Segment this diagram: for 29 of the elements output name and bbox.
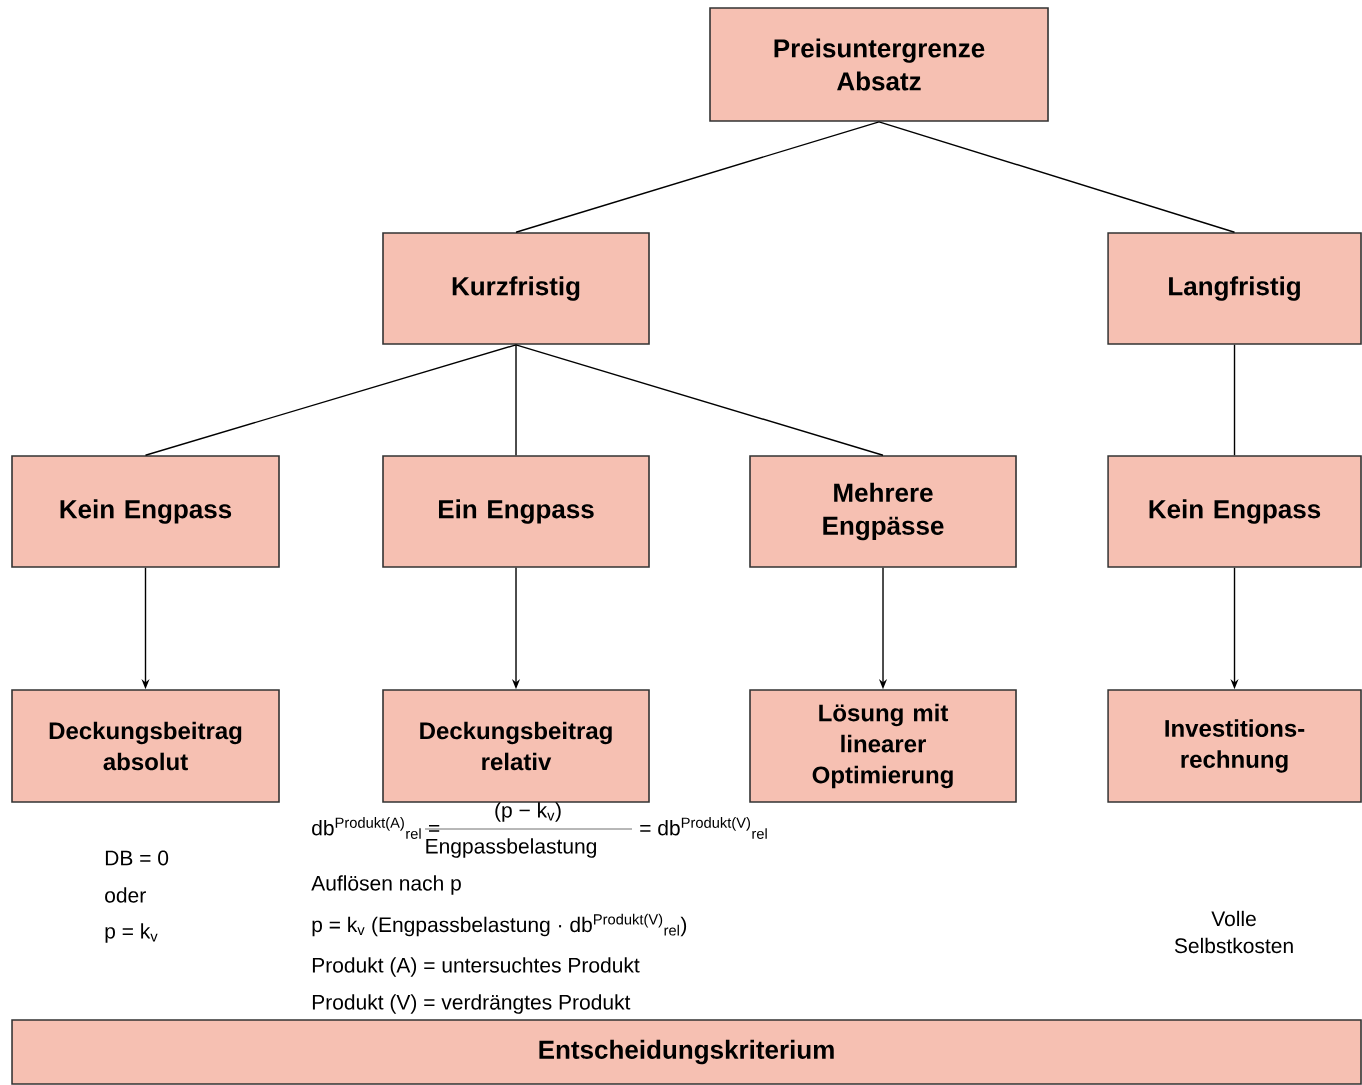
annotation-text: Produkt (A) = untersuchtes Produkt bbox=[312, 957, 640, 977]
process-box: Investitions- rechnung bbox=[1107, 689, 1362, 803]
connector-line bbox=[1233, 344, 1236, 456]
connector-line bbox=[144, 344, 517, 456]
annotation-text: (p − k$_{v}$) bbox=[495, 802, 561, 822]
process-box: Langfristig bbox=[1107, 232, 1362, 345]
annotation-text: Engpassbelastung bbox=[426, 838, 596, 858]
process-box: Kein Engpass bbox=[11, 455, 280, 568]
annotation-text: p = k$_{v}$ bbox=[105, 923, 158, 943]
connector-line bbox=[515, 344, 517, 456]
annotation-text: oder bbox=[105, 887, 146, 903]
process-box: Mehrere Engpässe bbox=[749, 455, 1017, 568]
annotation-text: Volle Selbstkosten bbox=[1174, 910, 1293, 954]
criterion-band: Entscheidungskriterium bbox=[11, 1019, 1362, 1085]
process-box: Lösung mit linearer Optimierung bbox=[749, 689, 1017, 803]
annotation-text: Auflösen nach p bbox=[311, 875, 461, 895]
connector-line bbox=[515, 121, 880, 233]
process-box: Deckungsbeitrag relativ bbox=[382, 689, 650, 803]
annotation-text: DB = 0 bbox=[105, 850, 169, 866]
annotation-text: db$^{Produkt(A)}$$_{rel}$ = bbox=[312, 817, 440, 839]
connector-line bbox=[515, 344, 884, 456]
process-box: Kurzfristig bbox=[382, 232, 650, 345]
process-box: Preisuntergrenze Absatz bbox=[709, 7, 1049, 122]
process-box: Kein Engpass bbox=[1107, 455, 1362, 568]
connector-line bbox=[878, 121, 1236, 233]
annotation-text: p = k$_{v}$ (Engpassbelastung · db$^{Produkt(V)}$$_{rel}$) bbox=[312, 913, 687, 937]
process-box: Ein Engpass bbox=[382, 455, 650, 568]
process-box: Deckungsbeitrag absolut bbox=[11, 689, 280, 803]
annotation-text: = db$^{Produkt(V)}$rel bbox=[640, 817, 767, 839]
